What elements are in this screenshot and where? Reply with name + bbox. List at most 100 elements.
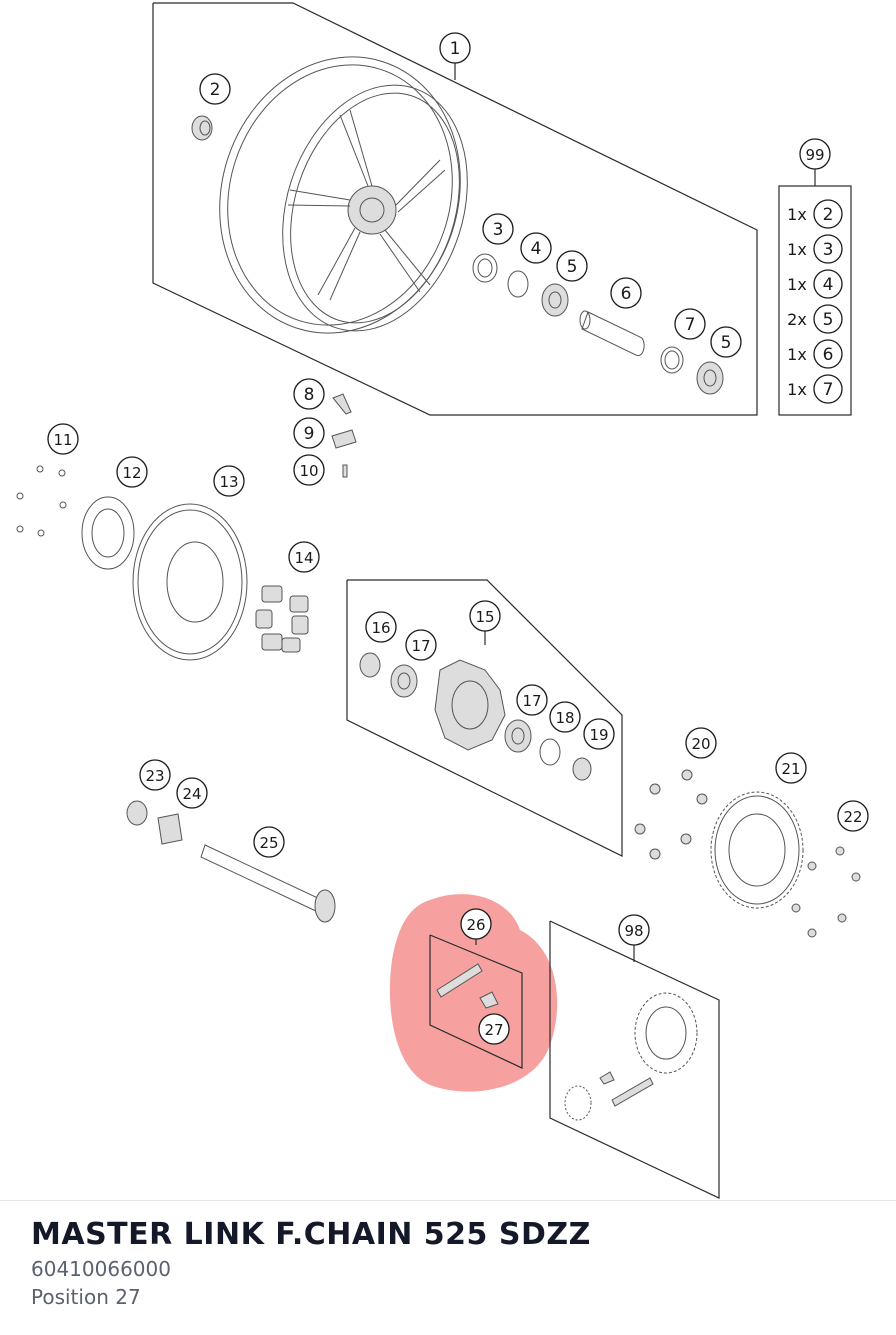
callout-1[interactable]: 1 [439,32,471,64]
kit-99-part[interactable]: 5 [823,310,834,330]
callout-11[interactable]: 11 [47,423,79,455]
kit-99-part[interactable]: 4 [823,275,834,295]
callout-22[interactable]: 22 [837,800,869,832]
part-2-spacer[interactable] [191,115,213,141]
callout-3[interactable]: 3 [482,213,514,245]
callout-label: 3 [493,220,504,240]
callout-label: 8 [304,385,315,405]
callout-17a[interactable]: 17 [405,629,437,661]
part-16-bush[interactable] [359,652,381,678]
callout-15[interactable]: 15 [469,600,501,632]
part-5-bearing-a[interactable] [541,283,569,317]
part-12-sensor-ring[interactable] [81,496,135,570]
callout-4[interactable]: 4 [520,232,552,264]
part-23-nut[interactable] [126,800,148,826]
callout-9[interactable]: 9 [293,417,325,449]
callout-16[interactable]: 16 [365,611,397,643]
kit-99-qty: 1x [787,240,807,259]
part-20-nuts[interactable] [634,769,708,860]
callout-5b[interactable]: 5 [710,326,742,358]
callout-circle [710,326,742,358]
callout-circle [139,759,171,791]
part-14-cush-drive-dampers[interactable] [255,585,309,653]
callout-7[interactable]: 7 [674,308,706,340]
callout-2[interactable]: 2 [199,73,231,105]
part-9-clip[interactable] [331,429,357,449]
callout-98[interactable]: 98 [618,914,650,946]
callout-circle [176,777,208,809]
sprocket-carrier-frame [346,579,623,857]
part-8-valve[interactable] [332,393,352,415]
kit-99-part[interactable]: 3 [823,240,834,260]
callout-6[interactable]: 6 [610,277,642,309]
callout-27[interactable]: 27 [478,1013,510,1045]
part-26-chain-section[interactable] [436,963,483,998]
callout-label: 18 [555,709,574,727]
part-19-spacer[interactable] [572,757,592,781]
part-13-brake-disc[interactable] [132,503,248,661]
part-title: MASTER LINK F.CHAIN 525 SDZZ [31,1217,591,1252]
callout-label: 17 [411,637,430,655]
kit-99-part[interactable]: 2 [823,205,834,225]
kit-99-qty: 2x [787,310,807,329]
rear-wheel[interactable] [185,25,498,364]
callout-13[interactable]: 13 [213,465,245,497]
kit-99-part[interactable]: 7 [823,380,834,400]
callout-5a[interactable]: 5 [556,250,588,282]
part-18-ring[interactable] [539,738,561,766]
callout-label: 5 [567,257,578,277]
kit-99-part[interactable]: 6 [823,345,834,365]
part-25-axle[interactable] [200,844,336,923]
part-98-chain-kit[interactable] [564,992,698,1121]
callout-12[interactable]: 12 [116,456,148,488]
part-17-bearing-a[interactable] [390,664,418,698]
callout-label: 22 [843,808,862,826]
part-11-bolts[interactable] [16,465,67,537]
callout-circle [610,277,642,309]
callout-25[interactable]: 25 [253,826,285,858]
callout-23[interactable]: 23 [139,759,171,791]
part-3-seal[interactable] [472,253,498,283]
callout-label: 11 [53,431,72,449]
part-5-bearing-b[interactable] [696,361,724,395]
callout-19[interactable]: 19 [583,718,615,750]
callout-circle [293,417,325,449]
callout-circle [685,727,717,759]
callout-label: 20 [691,735,710,753]
callout-circle [478,1013,510,1045]
callout-circle [837,800,869,832]
part-7-ring[interactable] [660,346,684,374]
part-10-pin[interactable] [342,464,348,478]
callout-label: 9 [304,424,315,444]
callout-label: 10 [299,462,318,480]
part-24-chain-adjuster[interactable] [157,813,183,845]
callout-label: 16 [371,619,390,637]
callout-99[interactable]: 99 [799,138,831,170]
callout-18[interactable]: 18 [549,701,581,733]
callout-14[interactable]: 14 [288,541,320,573]
callout-8[interactable]: 8 [293,378,325,410]
callout-21[interactable]: 21 [775,752,807,784]
callout-circle [460,908,492,940]
callout-label: 98 [624,922,643,940]
part-6-spacer-tube[interactable] [579,310,645,357]
callout-10[interactable]: 10 [293,454,325,486]
callout-24[interactable]: 24 [176,777,208,809]
part-17-bearing-b[interactable] [504,719,532,753]
part-4-circlip[interactable] [507,270,529,298]
callout-label: 23 [145,767,164,785]
callout-label: 6 [621,284,632,304]
callout-label: 26 [466,916,485,934]
callout-26[interactable]: 26 [460,908,492,940]
kit-99-part-circle [813,339,843,369]
callout-circle [583,718,615,750]
part-27-master-link[interactable] [479,991,499,1009]
part-22-sprocket-bolts[interactable] [791,846,861,938]
part-21-rear-sprocket[interactable] [710,791,804,909]
part-15-carrier[interactable] [434,659,506,751]
callout-17b[interactable]: 17 [516,684,548,716]
callout-20[interactable]: 20 [685,727,717,759]
